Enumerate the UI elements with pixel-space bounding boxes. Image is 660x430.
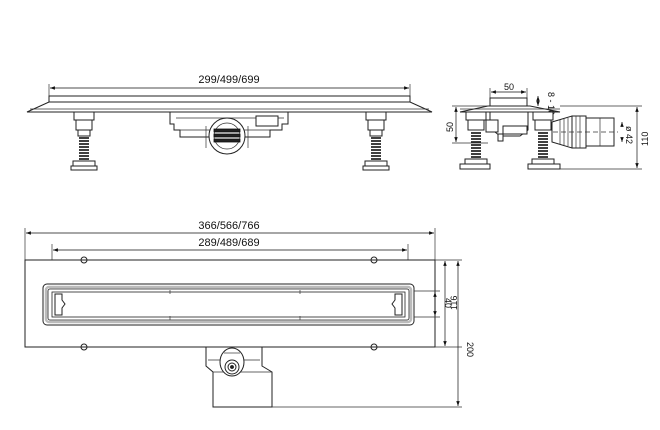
- front-elevation-view: 299/499/699: [26, 74, 433, 171]
- dim-side-width-label: 50: [504, 82, 514, 92]
- plan-view: 366/566/766 289/489/689 40: [24, 220, 475, 408]
- flange: [26, 101, 433, 113]
- siphon-body-front: [169, 111, 289, 155]
- side-outlet-pipe: [551, 115, 618, 149]
- mount-hole: [80, 343, 88, 351]
- side-right-foot: [527, 111, 561, 170]
- left-adjustable-foot: [70, 111, 98, 171]
- dim-plan-inner-label: 289/489/689: [198, 237, 259, 249]
- dim-plan-overall-label: 366/566/766: [198, 220, 259, 232]
- dim-side-total-height-label: 110: [640, 132, 650, 146]
- grate-end-cap-right: [391, 293, 403, 316]
- mount-hole: [370, 343, 378, 351]
- side-cover-plate: [489, 97, 528, 107]
- plan-outlet: [205, 346, 273, 408]
- dim-total-depth-label: 200: [465, 342, 475, 357]
- dim-grate-width-label: 40: [443, 298, 453, 308]
- dim-top-length-label: 299/499/699: [198, 74, 259, 86]
- dim-side-height-label: 50: [445, 122, 455, 132]
- dim-outlet-dia-label: ø 42: [624, 126, 634, 144]
- grate-end-cap-left: [54, 293, 66, 316]
- side-left-foot: [459, 111, 491, 170]
- dim-side-adjust-label: 8 - 16: [546, 92, 556, 115]
- side-elevation-view: 50 8 - 16: [445, 82, 650, 170]
- mount-hole: [80, 256, 88, 264]
- grate: [51, 291, 406, 318]
- cover-plate: [48, 95, 411, 103]
- right-adjustable-foot: [362, 111, 390, 171]
- dim-frame-width-label: 116: [449, 296, 459, 310]
- mount-hole: [370, 256, 378, 264]
